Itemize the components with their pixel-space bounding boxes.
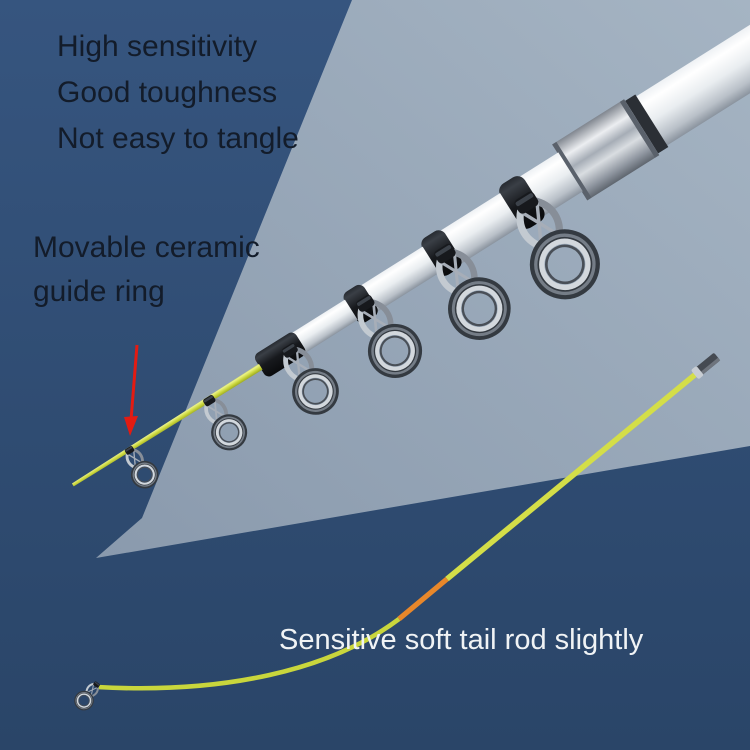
rod-section-5 — [291, 299, 358, 354]
pointer-arrow — [124, 344, 139, 436]
movable-guide-label-line-1: Movable ceramic — [33, 231, 260, 264]
feature-line-3: Not easy to tangle — [57, 122, 299, 155]
rod-blank — [71, 0, 750, 487]
rod-silver-collar — [552, 99, 660, 201]
tail-ferrule — [691, 353, 721, 379]
tail-rod — [70, 353, 721, 714]
tail-orange-band — [397, 577, 449, 621]
rod-butt-section — [634, 0, 750, 147]
rod-collar-band — [625, 94, 669, 154]
feature-list: High sensitivity Good toughness Not easy… — [57, 24, 299, 162]
tail-upper-yellow — [445, 356, 716, 582]
tail-lower-yellow — [96, 617, 401, 691]
rod-tip-section — [71, 363, 263, 487]
tail-rod-label: Sensitive soft tail rod slightly — [279, 624, 644, 656]
feature-line-1: High sensitivity — [57, 30, 258, 63]
rod-section-3 — [439, 193, 521, 264]
feature-line-2: Good toughness — [57, 76, 278, 109]
movable-guide-label-line-2: guide ring — [33, 275, 165, 308]
movable-guide-label: Movable ceramic guide ring — [33, 226, 260, 314]
rod-section-4 — [360, 246, 440, 312]
